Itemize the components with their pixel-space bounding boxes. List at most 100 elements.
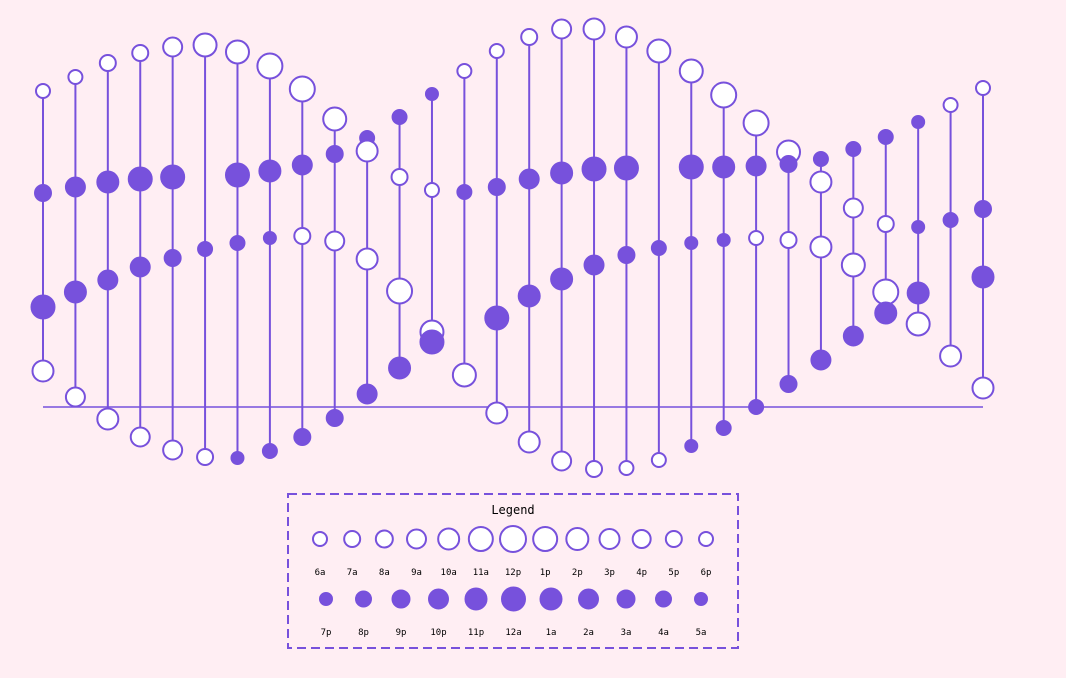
open-dot bbox=[129, 426, 151, 448]
legend-label: 6a bbox=[315, 568, 326, 578]
open-dot bbox=[582, 17, 606, 41]
legend-label: 6p bbox=[701, 568, 712, 578]
plot-columns bbox=[30, 17, 995, 478]
open-dot bbox=[456, 63, 473, 79]
legend-open-marker bbox=[437, 527, 461, 551]
open-dot bbox=[809, 170, 833, 194]
filled-dot bbox=[325, 409, 344, 427]
open-dot bbox=[551, 450, 573, 472]
legend-open-marker bbox=[631, 529, 652, 549]
legend-label: 5p bbox=[668, 568, 679, 578]
open-dot bbox=[98, 54, 117, 72]
data-column bbox=[127, 44, 153, 448]
open-dot bbox=[288, 75, 316, 103]
data-column bbox=[419, 87, 445, 355]
filled-dot bbox=[678, 154, 704, 180]
filled-dot bbox=[456, 184, 473, 200]
data-column bbox=[710, 81, 738, 436]
open-dot bbox=[67, 69, 84, 85]
filled-dot bbox=[974, 200, 992, 218]
filled-dot bbox=[224, 162, 250, 188]
open-dot bbox=[942, 97, 959, 113]
filled-dot bbox=[391, 109, 408, 125]
legend-title: Legend bbox=[491, 503, 534, 517]
legend-filled-marker bbox=[501, 586, 526, 612]
legend-filled-marker bbox=[319, 592, 333, 606]
open-dot bbox=[485, 401, 509, 425]
legend-open-marker bbox=[374, 529, 394, 549]
filled-dot bbox=[388, 356, 412, 380]
open-dot bbox=[390, 168, 409, 186]
filled-dot bbox=[64, 176, 86, 198]
data-column bbox=[840, 141, 866, 347]
filled-dot bbox=[650, 240, 667, 256]
data-column bbox=[646, 38, 672, 468]
filled-dot bbox=[684, 236, 699, 250]
legend-label: 4p bbox=[636, 568, 647, 578]
legend-label: 12a bbox=[505, 628, 521, 638]
open-dot bbox=[748, 230, 765, 246]
filled-dot bbox=[230, 451, 245, 465]
data-column bbox=[905, 115, 931, 337]
open-dot bbox=[618, 460, 635, 476]
open-dot bbox=[196, 448, 215, 466]
filled-dot bbox=[517, 284, 541, 308]
legend-filled-marker bbox=[391, 589, 411, 609]
legend-label: 1a bbox=[546, 628, 557, 638]
open-dot bbox=[742, 109, 770, 137]
filled-dot bbox=[716, 233, 731, 247]
filled-dot bbox=[842, 325, 864, 347]
legend-label: 5a bbox=[696, 628, 707, 638]
legend-label: 7a bbox=[347, 568, 358, 578]
legend-label: 11p bbox=[468, 628, 484, 638]
data-column bbox=[613, 25, 639, 476]
legend-box bbox=[287, 493, 739, 649]
legend-label: 2a bbox=[583, 628, 594, 638]
filled-dot bbox=[745, 155, 767, 177]
data-column bbox=[224, 39, 250, 465]
filled-dot bbox=[356, 383, 378, 405]
open-dot bbox=[710, 81, 738, 109]
data-column bbox=[678, 58, 704, 453]
open-dot bbox=[650, 452, 667, 468]
legend-label: 8a bbox=[379, 568, 390, 578]
open-dot bbox=[840, 252, 866, 278]
open-dot bbox=[192, 32, 218, 58]
filled-dot bbox=[325, 145, 344, 163]
open-dot bbox=[646, 38, 672, 64]
filled-dot bbox=[617, 246, 636, 264]
legend-label: 1p bbox=[540, 568, 551, 578]
filled-dot bbox=[779, 155, 798, 173]
filled-dot bbox=[30, 294, 56, 320]
data-column bbox=[451, 63, 477, 388]
data-column bbox=[517, 28, 541, 454]
legend-open-marker bbox=[499, 525, 527, 553]
filled-dot bbox=[97, 269, 119, 291]
legend-label: 7p bbox=[321, 628, 332, 638]
legend-open-marker bbox=[312, 531, 328, 547]
filled-dot bbox=[845, 141, 862, 157]
legend-filled-marker bbox=[428, 588, 449, 610]
filled-dot bbox=[942, 212, 959, 228]
open-dot bbox=[162, 439, 184, 461]
filled-dot bbox=[96, 170, 120, 194]
open-dot bbox=[451, 362, 477, 388]
filled-dot bbox=[129, 256, 151, 278]
open-dot bbox=[779, 231, 798, 249]
data-column bbox=[386, 109, 414, 380]
open-dot bbox=[355, 247, 379, 271]
legend-label: 3a bbox=[621, 628, 632, 638]
legend-filled-marker bbox=[539, 587, 563, 611]
legend-label: 12p bbox=[505, 568, 521, 578]
legend-open-marker bbox=[467, 526, 494, 552]
legend-filled-marker bbox=[464, 587, 488, 611]
filled-dot bbox=[424, 87, 439, 101]
data-column bbox=[550, 18, 574, 472]
legend-open-marker bbox=[698, 531, 714, 547]
legend-filled-marker bbox=[655, 590, 672, 608]
filled-dot bbox=[810, 349, 832, 371]
filled-dot bbox=[550, 161, 574, 185]
legend-label: 10a bbox=[441, 568, 457, 578]
open-dot bbox=[64, 386, 86, 408]
